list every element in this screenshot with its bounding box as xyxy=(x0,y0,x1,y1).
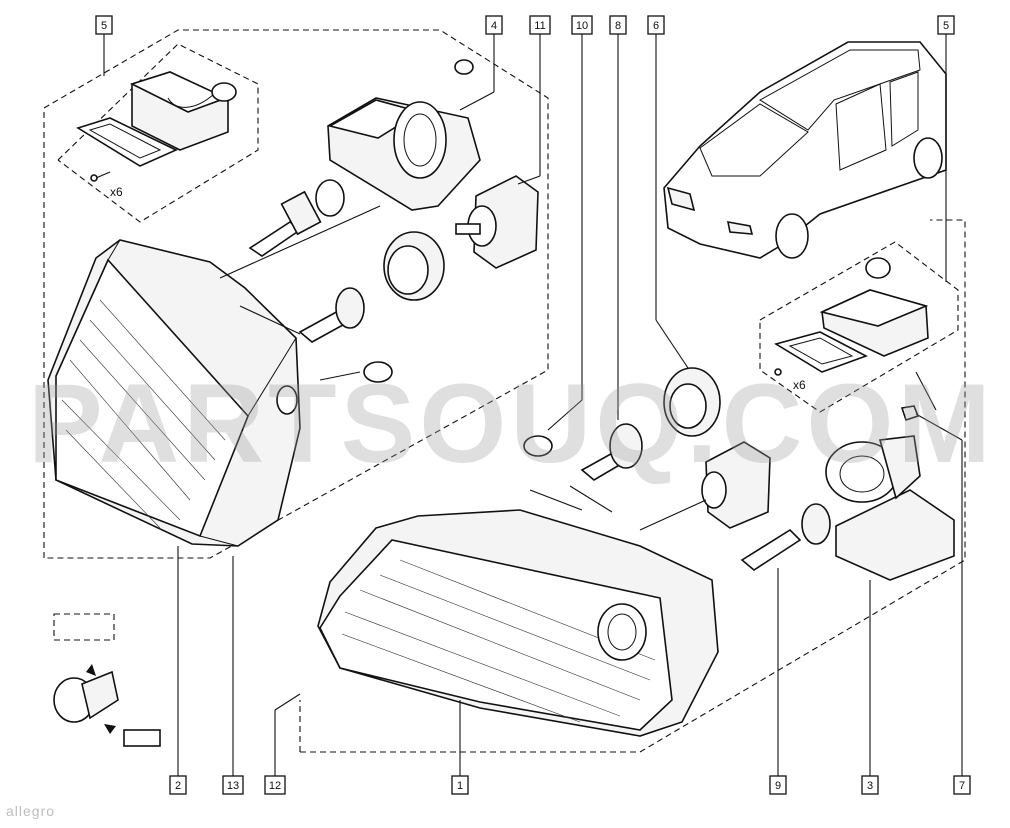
callout-13: 13 xyxy=(222,775,244,795)
leader-lines xyxy=(103,34,963,776)
svg-text:2: 2 xyxy=(175,780,181,792)
headlamp-main xyxy=(317,509,719,737)
callout-12: 12 xyxy=(264,775,286,795)
callout-5-right: 5 xyxy=(937,15,955,35)
svg-text:8: 8 xyxy=(615,20,621,32)
signal-bulb-detail xyxy=(53,613,161,747)
lens-ring-right xyxy=(663,367,721,437)
svg-text:6: 6 xyxy=(653,20,659,32)
svg-text:4: 4 xyxy=(491,20,497,32)
callout-9: 9 xyxy=(769,775,787,795)
cover-assembly-right: x6 xyxy=(773,257,929,392)
vehicle-illustration xyxy=(663,41,947,259)
svg-text:13: 13 xyxy=(227,780,239,792)
callout-11: 11 xyxy=(529,15,551,35)
svg-text:3: 3 xyxy=(867,780,873,792)
callout-3: 3 xyxy=(861,775,879,795)
svg-text:10: 10 xyxy=(576,20,588,32)
cover-assembly-left: x6 xyxy=(76,71,237,199)
bulbs-left xyxy=(248,179,393,383)
quantity-label-left: x6 xyxy=(110,185,123,199)
callout-7: 7 xyxy=(953,775,971,795)
adjuster-motor-left xyxy=(455,175,539,269)
corner-mark: allegro xyxy=(6,803,55,819)
adjuster-motor-right xyxy=(701,441,771,529)
lens-ring-left xyxy=(383,231,445,301)
svg-text:5: 5 xyxy=(101,20,107,32)
callout-10: 10 xyxy=(571,15,593,35)
callout-2: 2 xyxy=(169,775,187,795)
callout-6: 6 xyxy=(647,15,665,35)
svg-text:9: 9 xyxy=(775,780,781,792)
bulbs-right xyxy=(523,423,643,481)
svg-text:5: 5 xyxy=(943,20,949,32)
callout-5-left: 5 xyxy=(95,15,113,35)
callout-8: 8 xyxy=(609,15,627,35)
svg-text:12: 12 xyxy=(269,780,281,792)
quantity-label-right: x6 xyxy=(793,378,806,392)
watermark-text: PARTSOUQ.COM xyxy=(28,361,995,486)
svg-text:1: 1 xyxy=(457,780,463,792)
projector-housing-right xyxy=(825,405,955,581)
callout-4: 4 xyxy=(485,15,503,35)
projector-housing-left xyxy=(327,59,481,211)
svg-text:11: 11 xyxy=(534,20,545,32)
xenon-bulb-right xyxy=(740,503,831,571)
svg-text:7: 7 xyxy=(959,780,965,792)
callout-1: 1 xyxy=(451,775,469,795)
headlamp-housing-left xyxy=(47,239,301,547)
